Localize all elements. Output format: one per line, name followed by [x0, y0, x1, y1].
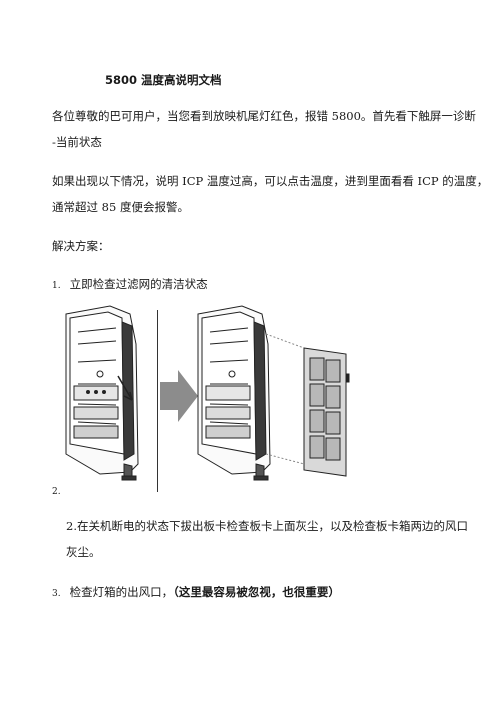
condition-line-2: 通常超过 85 度便会报警。 — [52, 200, 189, 214]
step-1-text: 立即检查过滤网的清洁状态 — [69, 277, 208, 291]
page-title: 5800 温度高说明文档 — [105, 73, 222, 87]
step-1: 1. 立即检查过滤网的清洁状态 — [52, 276, 208, 295]
figure-divider — [157, 310, 158, 492]
filter-removal-illustration — [65, 305, 350, 481]
step-3-text: 检查灯箱的出风口， — [69, 585, 174, 599]
air-filter-panel — [303, 347, 350, 477]
projector-left — [65, 305, 139, 481]
step-2-marker: 2. — [52, 487, 61, 497]
direction-arrow — [160, 370, 198, 422]
projector-right — [197, 305, 305, 481]
intro-line-1: 各位尊敬的巴可用户，当您看到放映机尾灯红色，报错 5800。首先看下触屏一诊断 — [52, 109, 476, 123]
solution-heading: 解决方案： — [52, 239, 110, 253]
step-2-line-2: 灰尘。 — [66, 545, 101, 559]
intro-line-2: -当前状态 — [52, 135, 102, 149]
step-3: 3. 检查灯箱的出风口，（这里最容易被忽视，也很重要） — [52, 584, 340, 603]
step-1-number: 1. — [52, 281, 61, 291]
condition-line-1: 如果出现以下情况，说明 ICP 温度过高，可以点击温度，进到里面看看 ICP 的… — [52, 174, 489, 188]
step-2-line-1: 2.在关机断电的状态下拔出板卡检查板卡上面灰尘，以及检查板卡箱两边的风口 — [66, 519, 468, 533]
step-3-emphasis: （这里最容易被忽视，也很重要） — [173, 585, 340, 599]
step-3-number: 3. — [52, 589, 61, 599]
